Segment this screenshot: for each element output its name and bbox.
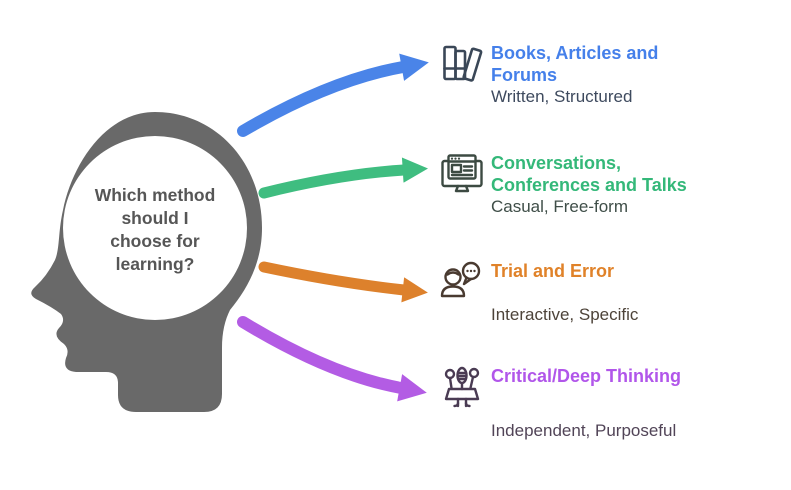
monitor-browser-icon (437, 150, 487, 200)
method-subtitle: Independent, Purposeful (491, 421, 677, 440)
method-title: Conversations, Conferences and Talks (491, 153, 687, 195)
arrow-conversations (258, 157, 428, 199)
method-item-trial: Trial and Error Interactive, Specific (437, 258, 638, 325)
method-title: Critical/Deep Thinking (491, 366, 682, 386)
arrow-books (237, 53, 429, 137)
method-title: Trial and Error (491, 261, 615, 281)
method-subtitle: Written, Structured (491, 87, 633, 106)
method-item-conversations: Conversations, Conferences and Talks Cas… (437, 150, 716, 217)
method-subtitle: Interactive, Specific (491, 305, 639, 324)
method-title: Books, Articles and Forums (491, 43, 659, 85)
arrow-thinking (237, 316, 427, 402)
method-item-thinking: Critical/Deep Thinking Independent, Purp… (437, 363, 681, 441)
thought-circle (63, 136, 247, 320)
method-item-books: Books, Articles and Forums Written, Stru… (437, 40, 716, 107)
books-icon (437, 40, 487, 90)
method-subtitle: Casual, Free-form (491, 197, 628, 216)
podium-mics-icon (437, 363, 487, 413)
question-text: Which method should I choose for learnin… (94, 184, 216, 274)
arrow-trial (258, 261, 428, 303)
person-chat-icon (437, 258, 487, 308)
